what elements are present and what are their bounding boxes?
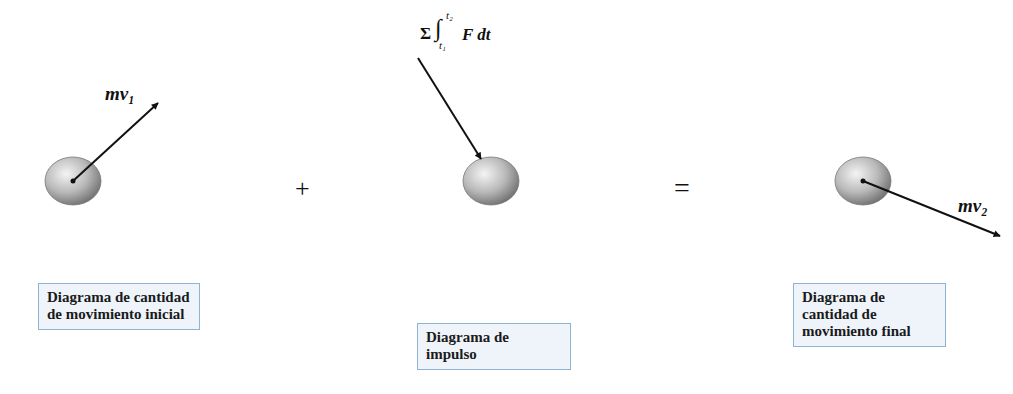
box-caption: Diagrama de cantidad de movimiento inici… [47, 289, 191, 323]
momentum-arrow [863, 181, 1000, 236]
momentum-label: mv₁ [105, 84, 135, 103]
box-caption: Diagrama de cantidad de movimiento final [802, 289, 937, 340]
caption-box: Diagrama de cantidad de movimiento inici… [38, 283, 200, 330]
lower-limit: t₁ [439, 40, 446, 51]
momentum-label: mv₂ [958, 196, 988, 215]
momentum-arrow [73, 103, 158, 181]
impulse-label: F dt [462, 26, 491, 43]
sum-symbol: Σ [420, 25, 431, 42]
caption-box: Diagrama de cantidad de movimiento final [793, 283, 946, 347]
upper-limit: t₂ [446, 10, 453, 21]
caption-box: Diagrama de impulso [417, 323, 571, 370]
box-caption: Diagrama de impulso [426, 329, 562, 363]
impulse-arrow [418, 58, 481, 159]
plus-sign: + [295, 176, 310, 202]
particle [463, 157, 519, 205]
equals-sign: = [674, 174, 690, 202]
integral-symbol: ∫ [435, 16, 442, 40]
